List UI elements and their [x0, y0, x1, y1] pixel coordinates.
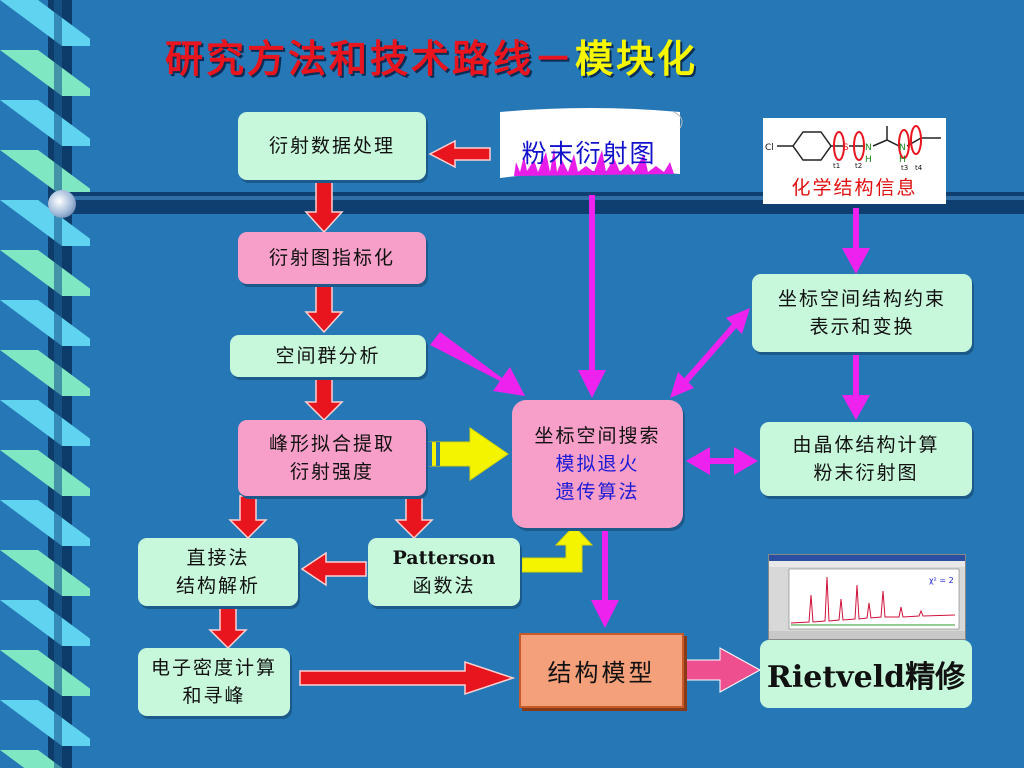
node-patterson: Patterson 函数法 [368, 538, 520, 606]
node-rietveld: Rietveld精修 [760, 640, 972, 708]
powder-peaks [514, 148, 674, 176]
node-search-line3: 遗传算法 [555, 481, 640, 503]
atom-h1: H [865, 155, 872, 165]
node-calc-pattern-line1: 由晶体结构计算 [792, 434, 940, 456]
scroll-shape [500, 108, 683, 178]
arrow-processing-to-indexing [304, 181, 344, 234]
node-search-line2: 模拟退火 [555, 453, 640, 475]
node-direct-method-line1: 直接法 [186, 547, 250, 569]
ribbon-decoration [0, 0, 90, 768]
arrow-powder-to-processing [428, 139, 491, 169]
node-density-calc-line1: 电子密度计算 [150, 657, 277, 679]
node-indexing-text: 衍射图指标化 [268, 247, 395, 269]
node-coord-constraint-line1: 坐标空间结构约束 [777, 288, 946, 310]
node-coord-constraint: 坐标空间结构约束 表示和变换 [752, 274, 972, 352]
slide-title: 研究方法和技术路线－模块化 [165, 36, 699, 81]
arrow-density-to-model [299, 660, 516, 696]
arrow-constraint-search [682, 323, 738, 384]
node-search: 坐标空间搜索 模拟退火 遗传算法 [512, 400, 683, 528]
atom-n1: N [865, 143, 872, 153]
arrow-spacegroup-to-peak [304, 376, 344, 422]
node-indexing: 衍射图指标化 [238, 232, 426, 284]
atom-n2: N [899, 143, 906, 153]
atom-h2: H [899, 155, 906, 165]
arrow-indexing-to-spacegroup [304, 283, 344, 334]
node-space-group-text: 空间群分析 [275, 345, 381, 367]
node-direct-method: 直接法 结构解析 [138, 538, 298, 606]
node-coord-constraint-line2: 表示和变换 [809, 316, 915, 338]
node-density-calc: 电子密度计算 和寻峰 [138, 648, 290, 716]
node-direct-method-line2: 结构解析 [175, 575, 260, 597]
node-calc-pattern: 由晶体结构计算 粉末衍射图 [760, 422, 972, 496]
arrow-peak-to-search [429, 427, 509, 481]
bar-knob [48, 190, 76, 218]
molecule-drawing: Cl S N H N H t1 t2 t3 t4 [765, 125, 941, 172]
node-structure-model: 结构模型 [519, 633, 684, 708]
torsion-t2: t2 [855, 162, 862, 170]
node-patterson-line2: 函数法 [412, 575, 476, 597]
node-calc-pattern-line2: 粉末衍射图 [813, 462, 919, 484]
arrow-model-to-rietveld [685, 647, 762, 693]
horizontal-bar-highlight [62, 196, 1024, 200]
node-density-calc-line2: 和寻峰 [182, 685, 246, 707]
torsion-t1: t1 [833, 162, 840, 170]
arrow-peak-to-direct [228, 495, 268, 540]
arrow-patterson-to-search [521, 525, 594, 573]
node-structure-model-text: 结构模型 [547, 659, 656, 687]
arrow-patterson-to-direct [300, 551, 367, 587]
torsion-t3: t3 [901, 164, 908, 172]
node-diffraction-processing: 衍射数据处理 [238, 112, 426, 180]
arrow-direct-to-density [208, 605, 248, 650]
powder-pattern-scroll: 粉末衍射图 [494, 108, 684, 186]
chem-info-label: 化学结构信息 [763, 172, 946, 204]
node-diffraction-processing-text: 衍射数据处理 [268, 135, 395, 157]
node-search-line1: 坐标空间搜索 [534, 425, 661, 447]
node-peak-fitting-line1: 峰形拟合提取 [268, 433, 395, 455]
arrow-peak-to-patterson [394, 495, 434, 540]
node-peak-fitting-line2: 衍射强度 [289, 461, 374, 483]
ribbon-stripes [0, 0, 90, 768]
atom-s: S [843, 143, 849, 153]
node-rietveld-text: Rietveld精修 [766, 660, 966, 695]
chemical-structure-image: Cl S N H N H t1 t2 t3 t4 [763, 118, 946, 172]
node-space-group: 空间群分析 [230, 335, 426, 377]
node-peak-fitting: 峰形拟合提取 衍射强度 [238, 420, 426, 496]
arrow-spacegroup-to-search [430, 332, 525, 396]
node-patterson-line1: Patterson [392, 547, 496, 569]
torsion-t4: t4 [915, 164, 923, 172]
atom-cl: Cl [765, 143, 774, 153]
chi-squared-label: χ² = 2 [929, 576, 954, 585]
powder-pattern-label: 粉末衍射图 [521, 139, 657, 168]
rietveld-plot-image: χ² = 2 [768, 554, 966, 640]
rietveld-plot-drawing: χ² = 2 [769, 555, 965, 639]
